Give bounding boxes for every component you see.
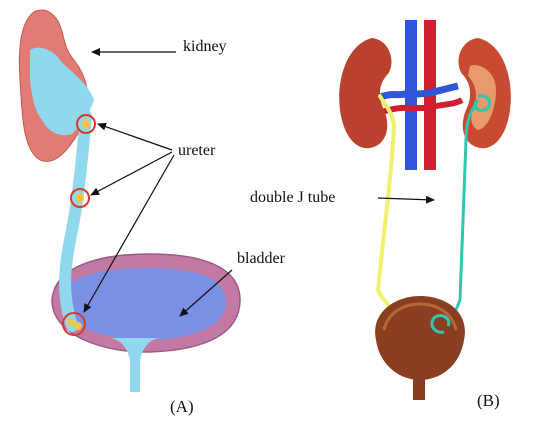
bladder-b-highlight <box>382 302 458 331</box>
stent-left <box>375 94 402 320</box>
stone-3 <box>62 312 86 336</box>
kidney-b-right-cortex <box>468 65 496 130</box>
tube-arrow <box>377 195 435 204</box>
kidney-label: kidney <box>183 38 227 55</box>
renal-pelvis <box>30 47 94 136</box>
renal-vein <box>376 82 459 102</box>
panel-a-caption: (A) <box>170 397 194 416</box>
ureter-arrow-1 <box>97 122 173 151</box>
urethra-a <box>110 338 160 392</box>
urethra-b <box>413 378 425 400</box>
ureter-arrow-3 <box>83 154 175 313</box>
ureter-label: ureter <box>178 142 216 159</box>
double-j-tube-label: double J tube <box>250 189 336 206</box>
ureter-a <box>59 110 92 332</box>
renal-artery <box>381 97 464 115</box>
stone-1 <box>76 114 96 134</box>
stent-coil-bottom <box>430 314 451 334</box>
kidney-b-left <box>339 38 392 149</box>
panel-a <box>18 9 241 392</box>
bladder-inner <box>60 268 226 341</box>
bladder-label: bladder <box>237 250 285 267</box>
bladder-arrow <box>179 269 233 317</box>
panel-b-caption: (B) <box>477 391 500 410</box>
ureter-arrow-2 <box>90 151 173 196</box>
panel-b <box>339 20 511 400</box>
stent-coil-top <box>473 94 492 112</box>
bladder-b <box>375 296 465 380</box>
stone-2 <box>70 188 90 208</box>
